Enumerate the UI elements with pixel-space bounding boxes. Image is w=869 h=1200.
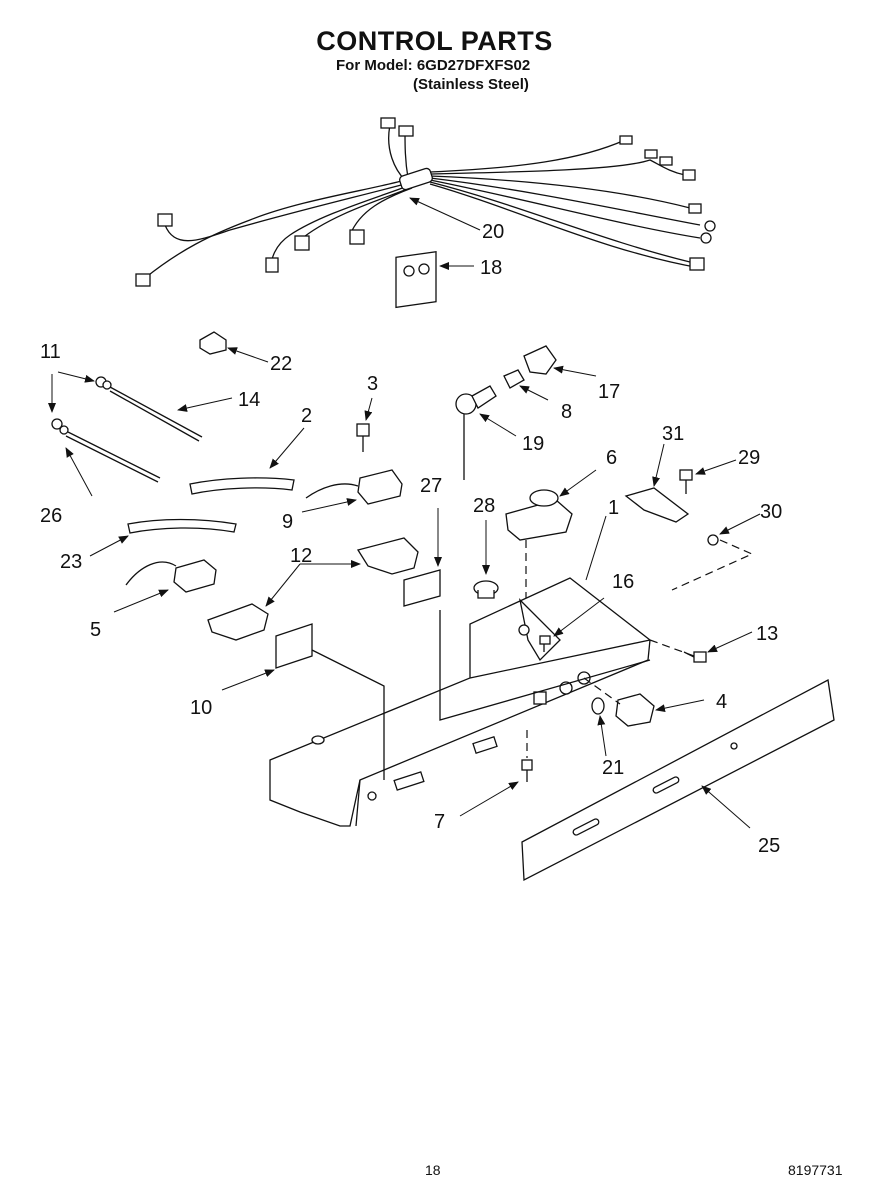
callout-1: 1 bbox=[608, 497, 619, 519]
callout-6: 6 bbox=[606, 447, 617, 469]
callout-19: 19 bbox=[522, 433, 544, 455]
part-19-bulb bbox=[455, 385, 497, 480]
part-28-plug bbox=[473, 580, 499, 599]
part-25-trim bbox=[521, 678, 835, 882]
part-17-socket bbox=[523, 345, 557, 375]
callout-28: 28 bbox=[473, 495, 495, 517]
part-10-label bbox=[275, 623, 313, 669]
part-22-clip bbox=[199, 331, 227, 355]
callout-22: 22 bbox=[270, 353, 292, 375]
callout-11: 11 bbox=[40, 341, 61, 363]
part-12-bracket-a bbox=[356, 537, 419, 575]
callout-27: 27 bbox=[420, 475, 442, 497]
callout-29: 29 bbox=[738, 447, 760, 469]
leader-lines bbox=[48, 197, 761, 829]
part-5-switch bbox=[125, 559, 217, 593]
model-variant: (Stainless Steel) bbox=[413, 76, 529, 93]
part-23-tube bbox=[127, 518, 237, 534]
callout-5: 5 bbox=[90, 619, 101, 641]
document-number: 8197731 bbox=[788, 1162, 843, 1178]
part-31-board bbox=[624, 487, 690, 523]
callout-8: 8 bbox=[561, 401, 572, 423]
part-16-screw bbox=[539, 635, 551, 652]
callout-2: 2 bbox=[301, 405, 312, 427]
callout-7: 7 bbox=[434, 811, 445, 833]
part-4-switch bbox=[615, 693, 655, 727]
part-27-label bbox=[403, 569, 441, 607]
callout-26: 26 bbox=[40, 505, 62, 527]
part-3-screw bbox=[356, 423, 370, 452]
callout-10: 10 bbox=[190, 697, 212, 719]
callout-25: 25 bbox=[758, 835, 780, 857]
part-2-tube bbox=[189, 477, 295, 495]
part-1-housing bbox=[269, 577, 651, 827]
callout-labels: 20 18 22 11 14 3 2 26 9 23 12 5 10 27 28… bbox=[40, 221, 782, 857]
part-6-timer bbox=[505, 489, 573, 628]
page-number: 18 bbox=[425, 1162, 441, 1178]
callout-12: 12 bbox=[290, 545, 312, 567]
page-title: CONTROL PARTS bbox=[316, 26, 553, 56]
callout-9: 9 bbox=[282, 511, 293, 533]
callout-31: 31 bbox=[662, 423, 684, 445]
callout-13: 13 bbox=[756, 623, 778, 645]
part-7-screw bbox=[521, 730, 533, 782]
callout-17: 17 bbox=[598, 381, 620, 403]
part-21-knob bbox=[591, 697, 605, 715]
callout-4: 4 bbox=[716, 691, 727, 713]
capillary-tubes bbox=[51, 376, 203, 483]
callout-20: 20 bbox=[482, 221, 504, 243]
model-line: For Model: 6GD27DFXFS02 bbox=[336, 57, 531, 74]
callout-18: 18 bbox=[480, 257, 502, 279]
part-29-screw bbox=[679, 469, 693, 494]
part-8-socket bbox=[503, 369, 525, 389]
callout-21: 21 bbox=[602, 757, 624, 779]
wire-harness bbox=[135, 117, 716, 287]
part-12-bracket-b bbox=[207, 603, 269, 641]
part-30-fastener bbox=[707, 534, 719, 546]
callout-30: 30 bbox=[760, 501, 782, 523]
part-18-plate bbox=[395, 250, 437, 309]
callout-16: 16 bbox=[612, 571, 634, 593]
part-9-switch bbox=[305, 469, 403, 505]
callout-3: 3 bbox=[367, 373, 378, 395]
callout-23: 23 bbox=[60, 551, 82, 573]
callout-14: 14 bbox=[238, 389, 260, 411]
